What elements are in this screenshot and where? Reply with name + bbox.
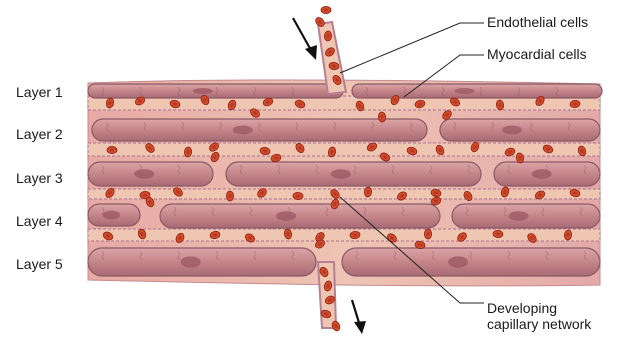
cell-nucleus xyxy=(134,169,154,179)
myocardial-cells-label: Myocardial cells xyxy=(487,46,587,62)
myocardial-cell xyxy=(226,162,481,186)
capillary-label-line2: capillary network xyxy=(487,316,591,332)
inflow-arrow-icon xyxy=(293,18,317,60)
red-blood-cell xyxy=(107,146,117,153)
red-blood-cell xyxy=(226,191,234,201)
myocardial-cell xyxy=(160,204,440,228)
capillary-label-line1: Developing xyxy=(487,300,591,316)
layer-1-label: Layer 1 xyxy=(16,84,63,100)
outflow-arrow-icon xyxy=(352,300,366,334)
red-blood-cell xyxy=(424,229,431,239)
rbc-center xyxy=(324,9,328,12)
red-blood-cell xyxy=(378,112,386,122)
cell-nucleus xyxy=(455,88,475,94)
myocardial-cell xyxy=(88,84,343,98)
layer-5-label: Layer 5 xyxy=(16,256,63,272)
cell-nucleus xyxy=(103,211,120,220)
endothelial-leader-line xyxy=(340,23,484,73)
cell-nucleus xyxy=(502,126,522,135)
capillary-channel xyxy=(88,143,600,156)
capillary-channel xyxy=(88,229,600,241)
capillary-channel xyxy=(88,189,600,199)
red-blood-cell xyxy=(321,6,331,13)
endothelial-cells-label: Endothelial cells xyxy=(487,14,588,30)
cell-nucleus xyxy=(181,256,201,267)
layer-3-label: Layer 3 xyxy=(16,170,63,186)
cell-nucleus xyxy=(509,211,529,221)
layer-4-label: Layer 4 xyxy=(16,213,63,229)
red-blood-cell xyxy=(324,31,332,41)
red-blood-cell xyxy=(493,230,503,238)
cell-nucleus xyxy=(532,169,552,179)
myocardial-cell xyxy=(88,248,316,276)
layer-2-label: Layer 2 xyxy=(16,126,63,142)
myocardial-cell xyxy=(352,84,602,98)
cell-nucleus xyxy=(193,88,213,94)
red-blood-cell xyxy=(293,192,303,200)
cell-nucleus xyxy=(331,169,351,179)
cell-nucleus xyxy=(448,256,468,267)
cell-nucleus xyxy=(276,211,296,221)
cell-nucleus xyxy=(233,126,253,135)
developing-capillary-network-label: Developing capillary network xyxy=(487,300,591,332)
